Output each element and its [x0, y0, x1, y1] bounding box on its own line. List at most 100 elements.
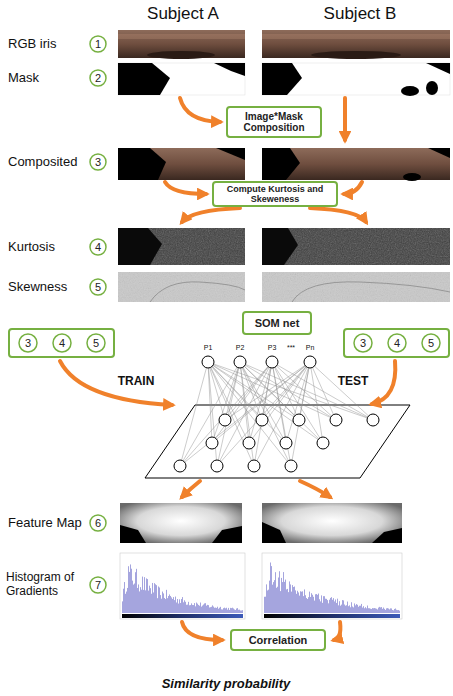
- input-group-box: 345: [8, 328, 115, 358]
- node-text: 5: [428, 337, 434, 350]
- som-neuron: [317, 437, 329, 449]
- som-neuron: [206, 437, 218, 449]
- som-connection: [310, 362, 373, 420]
- circle-shape: [90, 577, 106, 593]
- histogram-bar: [285, 580, 287, 613]
- node-text: 2: [95, 72, 101, 85]
- circle-shape: [19, 334, 37, 352]
- histogram-bar: [204, 603, 206, 613]
- histogram-bars: [122, 564, 243, 613]
- flow-arrow: [180, 98, 220, 122]
- circle-shape: [90, 515, 106, 531]
- mask-images: [118, 63, 450, 96]
- histogram-bar: [312, 595, 314, 613]
- histogram-bar: [290, 584, 292, 613]
- skewness-image-a: [118, 272, 245, 302]
- histogram-bar: [230, 608, 232, 613]
- iris-image-b: [262, 30, 450, 58]
- histogram-bar: [305, 595, 307, 613]
- histogram-bar: [233, 608, 235, 613]
- histogram-bar: [379, 607, 381, 613]
- histogram-bar: [302, 591, 304, 613]
- som-connection: [286, 362, 310, 443]
- histogram-bar: [388, 609, 390, 613]
- histogram-bar: [182, 597, 184, 613]
- histogram-bar: [279, 571, 281, 613]
- histogram-bar: [239, 610, 241, 613]
- histogram-bar: [392, 610, 394, 613]
- som-connection: [272, 362, 336, 420]
- histogram-bar: [144, 577, 146, 613]
- histogram-bar: [369, 608, 371, 613]
- feature-map-images: [120, 503, 402, 543]
- input-circle: 5: [86, 333, 106, 353]
- histogram-bar: [375, 608, 377, 613]
- histogram-bar: [271, 566, 273, 613]
- som-connection: [208, 362, 217, 466]
- histogram-bar: [213, 607, 215, 613]
- histogram-bar: [281, 578, 283, 613]
- histogram-frame: [120, 553, 245, 619]
- histogram-bar: [177, 599, 179, 613]
- circle-shape: [90, 154, 106, 170]
- histogram-bar: [142, 577, 144, 613]
- histogram-bar: [191, 603, 193, 613]
- histogram-bar: [185, 602, 187, 613]
- som-connection: [310, 362, 323, 443]
- som-connection: [240, 362, 373, 420]
- som-neuron: [219, 414, 231, 426]
- histogram-bar: [311, 593, 313, 613]
- som-connection: [212, 362, 272, 443]
- histogram-bar: [197, 604, 199, 613]
- histogram-bar: [365, 607, 367, 613]
- som-connection: [262, 362, 310, 420]
- histogram-bar: [162, 592, 164, 613]
- composited-image-b: [262, 148, 450, 180]
- masked-region: [118, 228, 162, 265]
- som-connection: [180, 362, 272, 466]
- som-connection: [217, 362, 310, 466]
- histogram-bar: [345, 606, 347, 613]
- mask-image-a: [118, 63, 245, 95]
- rgb-iris-images: [118, 30, 450, 59]
- row-label: Composited: [8, 154, 86, 170]
- histogram-bar: [371, 609, 373, 613]
- histogram-bar: [381, 607, 383, 613]
- input-label: P2: [230, 344, 250, 352]
- mask-region: [118, 63, 170, 95]
- histogram-bar: [146, 578, 148, 613]
- histogram-bar: [335, 599, 337, 613]
- som-connection: [254, 362, 272, 466]
- node-text: 3: [25, 337, 31, 350]
- histogram-bar: [339, 601, 341, 613]
- som-connection: [291, 362, 310, 466]
- texture: [118, 228, 245, 265]
- histogram-bar: [158, 586, 160, 613]
- histogram-bar: [354, 603, 356, 613]
- masked-region: [212, 526, 242, 543]
- histogram-bar: [372, 608, 374, 613]
- node-text: Compute Kurtosis and Skeweness: [214, 184, 336, 205]
- histogram-bar: [225, 608, 227, 613]
- som-neuron: [280, 437, 292, 449]
- phase-label: TEST: [330, 374, 376, 388]
- histogram-bar: [391, 608, 393, 613]
- som-neuron: [304, 356, 316, 368]
- som-neuron: [211, 460, 223, 472]
- histogram-bar: [173, 597, 175, 613]
- histogram-bar: [189, 605, 191, 613]
- histogram-bar: [147, 579, 149, 613]
- process-box: Correlation: [230, 629, 326, 651]
- histogram-bar: [395, 608, 397, 613]
- histogram-bar: [169, 594, 171, 613]
- histogram-bar: [292, 585, 294, 613]
- histogram-bar: [226, 608, 228, 613]
- masked-region: [262, 148, 300, 180]
- histogram-bar: [152, 583, 154, 613]
- histogram-bar: [275, 572, 277, 613]
- som-neuron: [248, 460, 260, 472]
- som-connection: [240, 362, 249, 443]
- histogram-bar: [136, 569, 138, 613]
- kurtosis-image-a: [118, 228, 245, 265]
- input-circle: 4: [387, 333, 407, 353]
